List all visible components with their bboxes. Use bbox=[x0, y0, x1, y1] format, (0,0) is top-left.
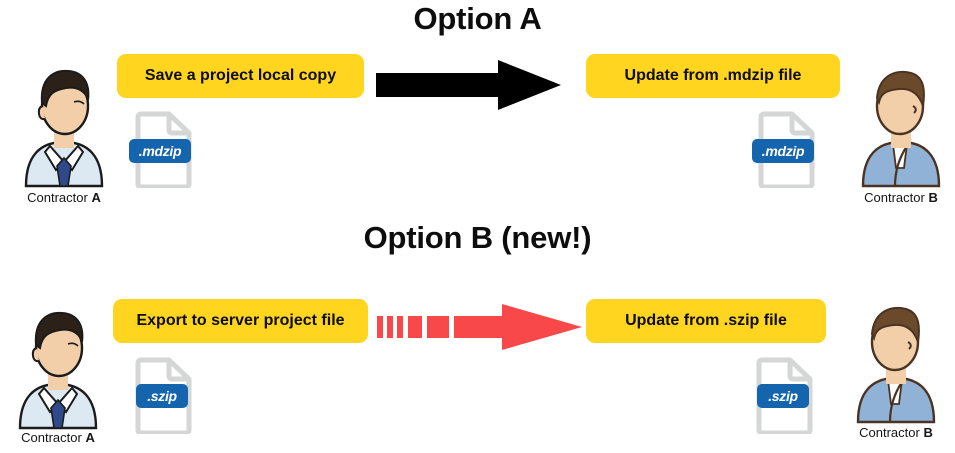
section-title-option-a: Option A bbox=[413, 1, 542, 36]
label-contractor-a-top-prefix: Contractor bbox=[27, 190, 92, 205]
label-contractor-a-top: Contractor A bbox=[0, 190, 134, 205]
person-male-jacket-icon bbox=[856, 307, 936, 424]
label-contractor-a-bottom-bold: A bbox=[85, 430, 95, 445]
label-contractor-b-top-bold: B bbox=[928, 190, 938, 205]
label-contractor-b-bottom-bold: B bbox=[923, 425, 933, 440]
label-contractor-b-bottom: Contractor B bbox=[826, 425, 955, 440]
arrow-right-dashed-icon bbox=[377, 304, 582, 350]
action-box-update-szip[interactable]: Update from .szip file bbox=[586, 299, 826, 343]
person-male-shirt-tie-icon bbox=[18, 311, 98, 430]
label-contractor-b-top: Contractor B bbox=[831, 190, 955, 205]
file-ext-badge-mdzip-target: .mdzip bbox=[752, 139, 814, 163]
arrow-right-solid-icon bbox=[376, 60, 561, 110]
label-contractor-a-top-bold: A bbox=[91, 190, 101, 205]
action-box-save-local-copy[interactable]: Save a project local copy bbox=[117, 54, 364, 98]
action-box-export-server-project[interactable]: Export to server project file bbox=[113, 299, 368, 343]
file-ext-badge-mdzip-source: .mdzip bbox=[129, 139, 191, 163]
avatar-contractor-b-bottom bbox=[850, 294, 942, 424]
avatar-contractor-b-top bbox=[855, 58, 947, 188]
action-box-update-mdzip[interactable]: Update from .mdzip file bbox=[586, 54, 840, 98]
arrow-option-b bbox=[377, 302, 582, 352]
arrow-option-a bbox=[376, 60, 561, 110]
avatar-contractor-a-top bbox=[18, 58, 110, 188]
label-contractor-a-bottom: Contractor A bbox=[0, 430, 128, 445]
person-male-shirt-tie-icon bbox=[24, 69, 104, 188]
section-title-option-b: Option B (new!) bbox=[363, 220, 592, 255]
person-male-jacket-icon bbox=[861, 71, 941, 188]
label-contractor-a-bottom-prefix: Contractor bbox=[21, 430, 86, 445]
avatar-contractor-a-bottom bbox=[12, 300, 104, 430]
label-contractor-b-bottom-prefix: Contractor bbox=[859, 425, 924, 440]
file-ext-badge-szip-target: .szip bbox=[757, 384, 809, 408]
file-ext-badge-szip-source: .szip bbox=[136, 384, 188, 408]
label-contractor-b-top-prefix: Contractor bbox=[864, 190, 929, 205]
